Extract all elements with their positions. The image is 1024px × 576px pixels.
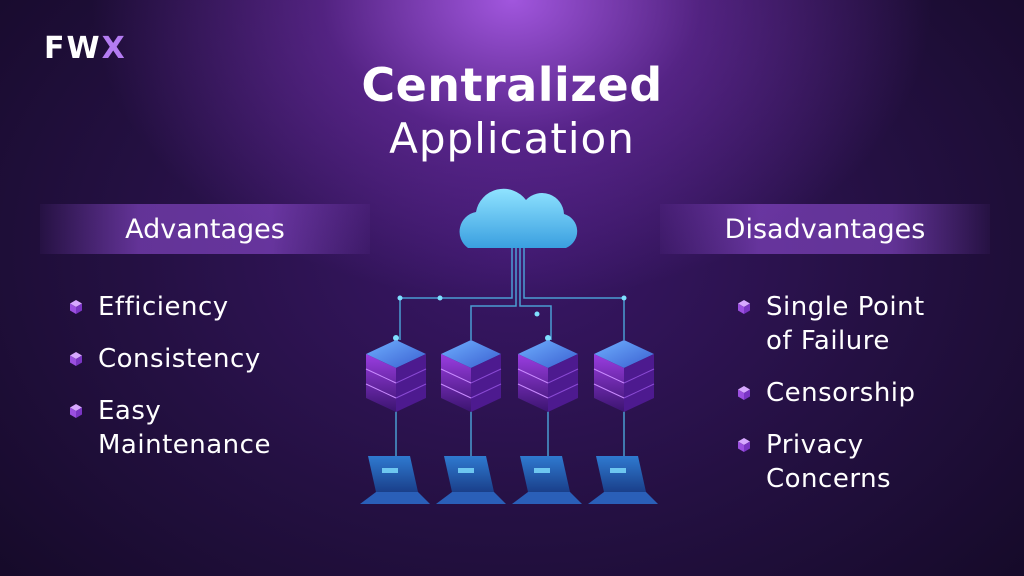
advantages-list: Efficiency Consistency Easy Maintenance (68, 290, 348, 480)
page-title: Centralized (361, 58, 663, 112)
server-stack-icon (365, 340, 427, 412)
list-item: Easy Maintenance (68, 394, 348, 462)
laptop-icon (360, 456, 430, 504)
list-item: Single Point of Failure (736, 290, 996, 358)
disadvantage-text: Privacy Concerns (766, 430, 892, 494)
fwx-logo: FWX (44, 34, 127, 64)
advantage-text: Consistency (98, 344, 261, 374)
network-diagram (360, 188, 658, 504)
advantage-text: Easy Maintenance (98, 396, 271, 460)
list-item: Censorship (736, 376, 996, 410)
cube-bullet-icon (738, 386, 750, 400)
cube-bullet-icon (70, 404, 82, 418)
list-item: Efficiency (68, 290, 348, 324)
server-stack-icon (440, 340, 502, 412)
server-stack-icon (593, 340, 655, 412)
list-item: Privacy Concerns (736, 428, 996, 496)
logo-accent: X (101, 31, 127, 66)
page-subtitle: Application (389, 114, 635, 163)
server-stack-icon (517, 340, 579, 412)
cube-bullet-icon (70, 352, 82, 366)
advantages-banner: Advantages (40, 204, 370, 254)
disadvantages-list: Single Point of Failure Censorship Priva… (736, 290, 996, 514)
connection-lines (395, 248, 625, 462)
list-item: Consistency (68, 342, 348, 376)
laptop-icon (512, 456, 582, 504)
cube-bullet-icon (70, 300, 82, 314)
cube-bullet-icon (738, 438, 750, 452)
connection-nodes (393, 295, 627, 341)
cube-bullet-icon (738, 300, 750, 314)
logo-text: FW (44, 31, 102, 66)
laptop-icon (588, 456, 658, 504)
laptop-icon (436, 456, 506, 504)
advantage-text: Efficiency (98, 292, 229, 322)
disadvantage-text: Single Point of Failure (766, 292, 925, 356)
disadvantage-text: Censorship (766, 378, 916, 408)
cloud-icon (459, 188, 578, 248)
disadvantages-heading: Disadvantages (724, 213, 926, 245)
disadvantages-banner: Disadvantages (660, 204, 990, 254)
advantages-heading: Advantages (125, 213, 285, 245)
